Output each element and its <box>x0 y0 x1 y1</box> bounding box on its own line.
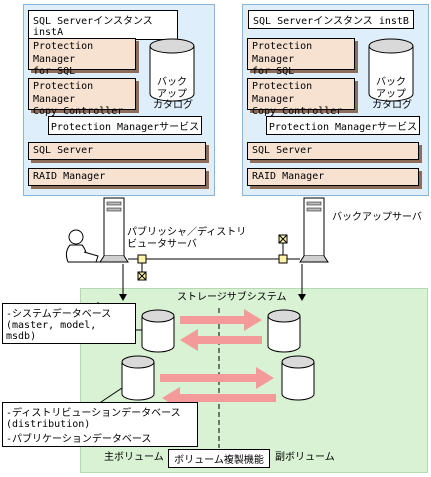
replication-arrow-right-1 <box>180 309 262 331</box>
pm-cc-line2: Copy Controller <box>33 106 124 117</box>
pm-cc-line1-b: Protection Manager <box>252 81 313 105</box>
publisher-server-label: パブリッシャ／ディストリビュータサーバ <box>127 227 247 250</box>
secondary-db-cylinder-2 <box>281 355 315 401</box>
catalog-cylinder-b <box>368 38 414 102</box>
pm-cc-line1: Protection Manager <box>33 81 94 105</box>
secondary-db-cylinder-1 <box>267 309 301 353</box>
raid-manager-box-b: RAID Manager <box>247 168 419 186</box>
primary-db-cylinder-2 <box>121 355 155 401</box>
primary-db-cylinder-1 <box>141 309 175 353</box>
catalog-label-b: バックアップカタログ <box>372 77 412 111</box>
replication-arrow-left-2 <box>162 387 276 409</box>
pm-sql-line1: Protection Manager <box>33 41 94 65</box>
volume-copy-function-label: ボリューム複製機能 <box>168 449 270 468</box>
system-db-label: -システムデータベース (master, model, msdb) <box>2 303 136 344</box>
storage-title: ストレージサブシステム <box>177 292 287 303</box>
replication-arrow-right-2 <box>160 367 274 389</box>
pm-cc-box-a: Protection Manager Copy Controller <box>28 78 136 117</box>
instance-b-title: SQL Serverインスタンス instB <box>248 10 414 29</box>
primary-volume-label: 主ボリューム <box>104 452 164 463</box>
pm-sql-box-b: Protection Manager for SQL <box>247 38 355 77</box>
pm-sql-line1-b: Protection Manager <box>252 41 313 65</box>
publisher-server-icon <box>99 197 129 263</box>
pm-sql-line2: for SQL <box>33 66 76 77</box>
pm-cc-line2-b: Copy Controller <box>252 106 343 117</box>
pm-sql-line2-b: for SQL <box>252 66 295 77</box>
pm-service-bar-b: Protection Managerサービス <box>266 116 420 135</box>
secondary-volume-label: 副ボリューム <box>275 452 335 463</box>
pm-cc-box-b: Protection Manager Copy Controller <box>247 78 355 117</box>
instance-a-title: SQL Serverインスタンス instA <box>28 10 178 40</box>
pm-sql-box-a: Protection Manager for SQL <box>28 38 136 77</box>
catalog-label-a: バックアップカタログ <box>153 77 193 111</box>
backup-server-icon <box>299 197 329 263</box>
raid-manager-box-a: RAID Manager <box>28 168 206 186</box>
backup-server-label: バックアップサーバ <box>332 212 422 223</box>
replication-arrow-left-1 <box>180 329 262 351</box>
catalog-cylinder-a <box>149 38 195 102</box>
user-icon <box>65 229 104 263</box>
pm-service-bar-a: Protection Managerサービス <box>48 116 202 135</box>
dist-db-label: -ディストリビューションデータベース (distribution)-パブリケーシ… <box>2 402 198 447</box>
sql-server-box-b: SQL Server <box>247 142 419 160</box>
sql-server-box-a: SQL Server <box>28 142 206 160</box>
